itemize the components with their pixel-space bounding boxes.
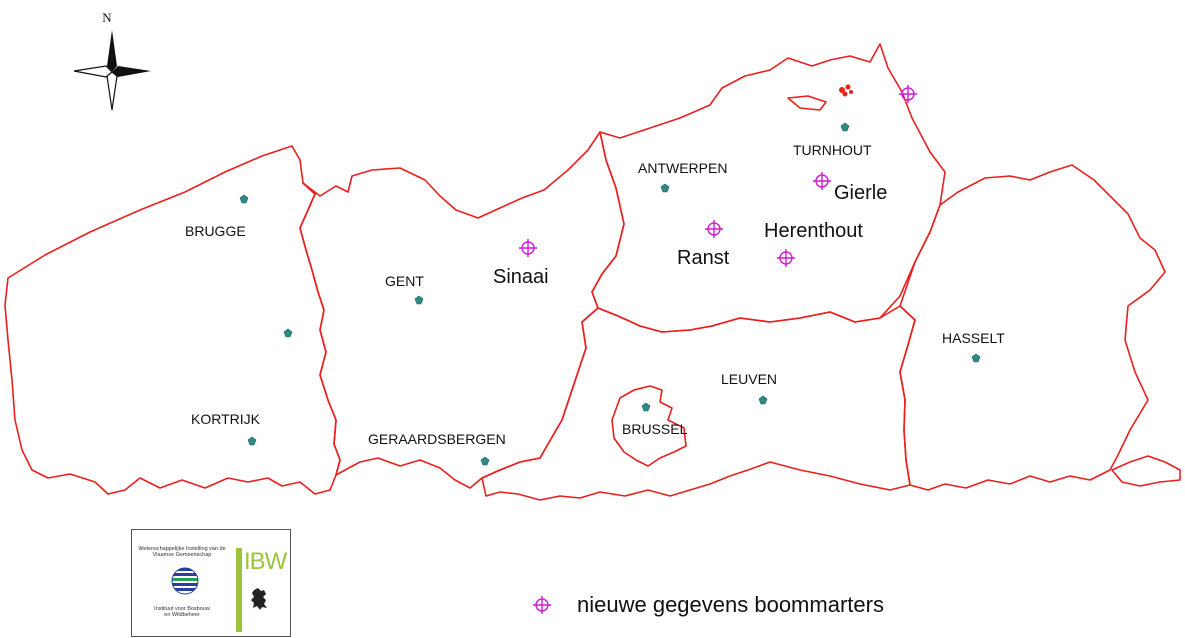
north-label: N xyxy=(102,10,112,25)
sighting-marker-icon xyxy=(899,85,917,103)
sighting-marker-icon xyxy=(777,249,795,267)
red-cluster-marks xyxy=(839,84,853,97)
city-geraardsbergen: GERAARDSBERGEN xyxy=(368,431,506,466)
city-label: BRUSSEL xyxy=(622,421,688,437)
city-dot xyxy=(480,456,490,466)
city-hasselt: HASSELT xyxy=(942,330,1005,363)
sighting-marker-icon xyxy=(705,220,723,238)
city-dot xyxy=(414,295,424,305)
legend: nieuwe gegevens boommarters xyxy=(533,592,884,617)
city-label: LEUVEN xyxy=(721,371,777,387)
north-arrow-icon: N xyxy=(73,10,151,111)
legend-marker-icon xyxy=(533,596,551,614)
city-dot xyxy=(971,353,981,363)
sighting-label-herenthout: Herenthout xyxy=(764,220,863,242)
logo-mark: IBW xyxy=(236,548,287,632)
border-enclave-baarle xyxy=(787,95,827,111)
border-vlaams-brabant xyxy=(481,305,916,501)
city-markers: BRUGGE GENT KORTRIJK GERAARDSBERGEN ANTW… xyxy=(185,122,1005,466)
city-dot xyxy=(840,122,850,132)
sighting-marker-icon xyxy=(519,239,537,257)
border-antwerpen xyxy=(591,43,946,333)
city-label: HASSELT xyxy=(942,330,1005,346)
city-dot xyxy=(239,194,249,204)
city-turnhout: TURNHOUT xyxy=(793,122,872,158)
sighting-markers: Sinaai Ranst Herenthout Gierle xyxy=(493,85,917,288)
city-unlabeled xyxy=(283,328,293,338)
city-antwerpen: ANTWERPEN xyxy=(638,160,727,193)
logo-text-line1: Wetenschappelijke Instelling van de xyxy=(138,546,226,552)
lion-icon xyxy=(251,588,267,610)
city-kortrijk: KORTRIJK xyxy=(191,411,261,446)
city-dot xyxy=(283,328,293,338)
sighting-label-gierle: Gierle xyxy=(834,182,887,204)
city-dot xyxy=(641,402,651,412)
border-brussel xyxy=(611,385,687,467)
city-label: KORTRIJK xyxy=(191,411,261,427)
logo-text-line2: Vlaamse Gemeenschap xyxy=(152,552,212,558)
city-gent: GENT xyxy=(385,273,424,305)
city-label: GENT xyxy=(385,273,424,289)
city-brugge: BRUGGE xyxy=(185,194,249,239)
city-brussel: BRUSSEL xyxy=(622,402,688,437)
border-west-vlaanderen xyxy=(4,145,341,495)
globe-icon xyxy=(171,567,199,595)
city-label: ANTWERPEN xyxy=(638,160,727,176)
city-leuven: LEUVEN xyxy=(721,371,777,405)
city-label: GERAARDSBERGEN xyxy=(368,431,506,447)
city-dot xyxy=(758,395,768,405)
sighting-label-sinaai: Sinaai xyxy=(493,266,549,288)
institute-logo: Wetenschappelijke Instelling van de Vlaa… xyxy=(131,529,291,637)
city-label: BRUGGE xyxy=(185,223,246,239)
border-voeren xyxy=(1111,455,1181,487)
legend-label: nieuwe gegevens boommarters xyxy=(577,592,884,617)
city-dot xyxy=(247,436,257,446)
city-dot xyxy=(660,183,670,193)
logo-text-line3: Instituut voor Bosbouw xyxy=(154,606,210,612)
sighting-label-ranst: Ranst xyxy=(677,247,730,269)
city-label: TURNHOUT xyxy=(793,142,872,158)
logo-text-line4: en Wildbeheer xyxy=(164,612,200,618)
sighting-marker-icon xyxy=(813,172,831,190)
province-borders xyxy=(4,43,1181,501)
border-limburg xyxy=(899,164,1166,491)
logo-mark-text: IBW xyxy=(244,548,287,575)
